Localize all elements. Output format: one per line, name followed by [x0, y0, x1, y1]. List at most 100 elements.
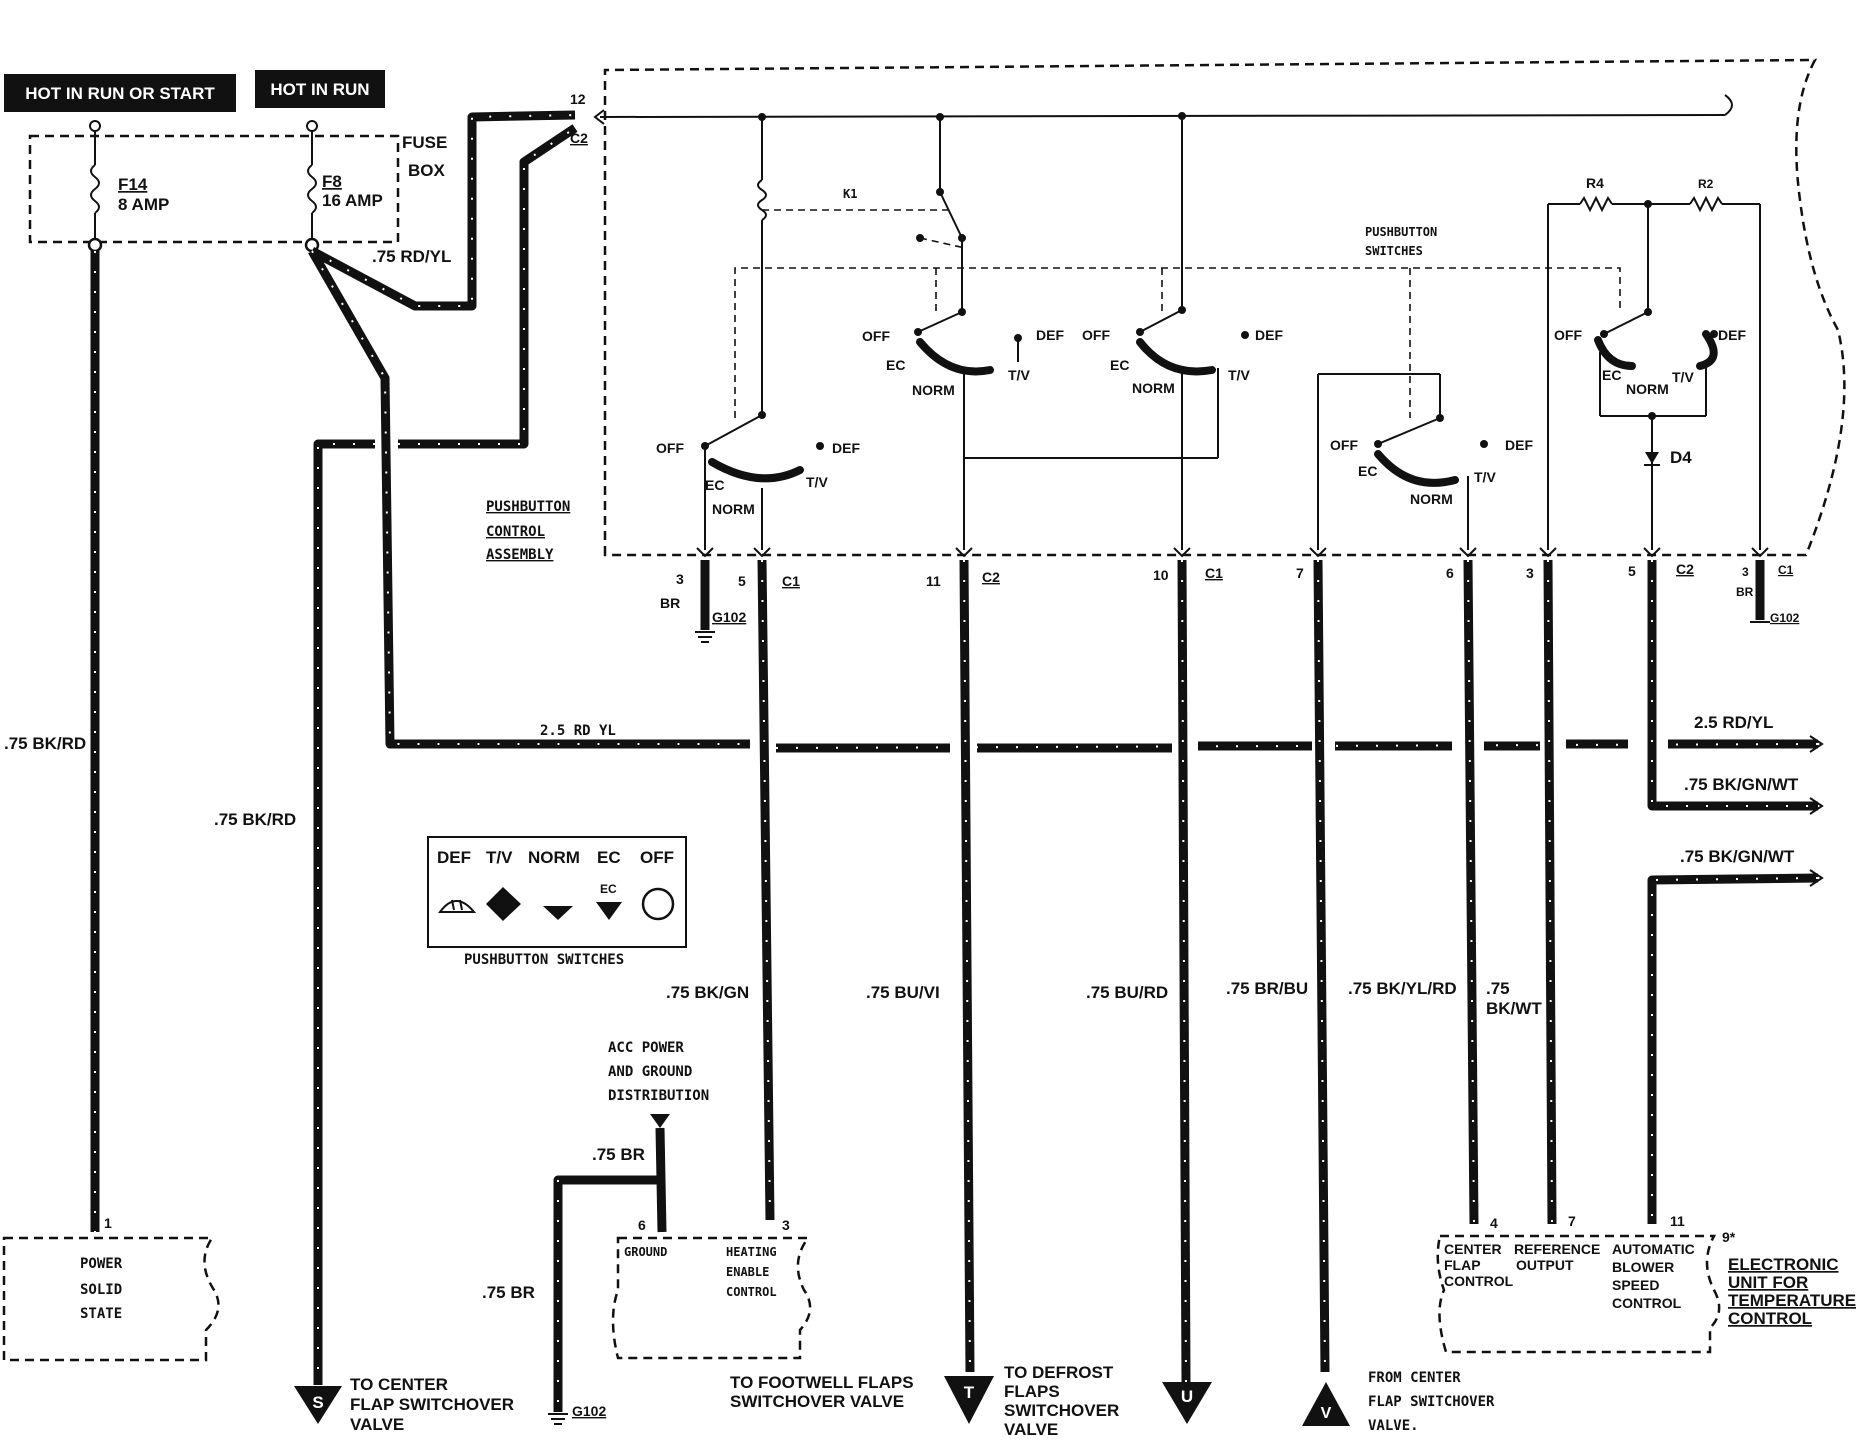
off-icon	[641, 887, 675, 921]
fuse-f8: F8 16 AMP	[304, 120, 383, 253]
fuse-box-label: FUSE	[402, 133, 447, 152]
ec-icon	[596, 902, 622, 920]
svg-text:DEF: DEF	[1718, 327, 1746, 343]
diode-d4: D4	[1644, 416, 1692, 550]
svg-text:HEATING: HEATING	[726, 1245, 777, 1259]
wire-label-bk-rd-b: .75 BK/RD	[214, 810, 296, 829]
svg-text:VALVE.: VALVE.	[1368, 1418, 1419, 1434]
svg-text:FLAPS: FLAPS	[1004, 1382, 1060, 1401]
wire-label-bk-gn-wt-1: .75 BK/GN/WT	[1684, 775, 1799, 794]
svg-text:12: 12	[570, 91, 586, 107]
wire-bk-gn	[757, 559, 775, 1221]
wire-label-br-bu: .75 BR/BU	[1226, 979, 1308, 998]
svg-text:1: 1	[104, 1215, 112, 1231]
svg-text:ASSEMBLY: ASSEMBLY	[486, 547, 554, 563]
svg-text:POWER: POWER	[80, 1256, 123, 1272]
svg-text:G102: G102	[712, 609, 746, 625]
svg-text:11: 11	[926, 573, 941, 589]
svg-text:EC: EC	[1110, 357, 1129, 373]
svg-text:C1: C1	[1205, 565, 1223, 581]
svg-text:PUSHBUTTON: PUSHBUTTON	[1365, 225, 1437, 239]
svg-text:OFF: OFF	[1330, 437, 1358, 453]
svg-text:C2: C2	[982, 569, 1000, 585]
electronic-unit-module: 4 7 11 9* CENTER FLAP CONTROL REFERENCE …	[1436, 1213, 1856, 1354]
terminal-t-defrost: T TO DEFROST FLAPS SWITCHOVER VALVE	[944, 1363, 1119, 1439]
fuse-box: FUSE BOX F14 8 AMP F8 16 AMP	[28, 120, 447, 253]
svg-text:T/V: T/V	[1228, 367, 1250, 383]
svg-text:SWITCHOVER VALVE: SWITCHOVER VALVE	[730, 1392, 904, 1411]
wire-label-bk-gn: .75 BK/GN	[666, 983, 749, 1002]
wire-label-bk-wt-1: .75	[1486, 979, 1510, 998]
svg-text:OUTPUT: OUTPUT	[1516, 1257, 1574, 1273]
svg-text:CONTROL: CONTROL	[726, 1285, 777, 1299]
svg-text:R2: R2	[1698, 177, 1714, 191]
svg-text:3: 3	[1526, 565, 1534, 581]
wire-label-rd-yl-right: 2.5 RD/YL	[1694, 713, 1773, 732]
wire-br-bu	[1313, 559, 1330, 1373]
wire-label-rd-yl-small: .75 RD/YL	[372, 247, 451, 266]
wire-rd-yl-to-c2	[308, 110, 750, 749]
svg-text:ELECTRONIC: ELECTRONIC	[1728, 1255, 1839, 1274]
svg-text:BOX: BOX	[408, 161, 446, 180]
wire-bk-yl-rd	[1463, 559, 1479, 1225]
relay-k1: K1	[757, 117, 966, 415]
svg-text:U: U	[1181, 1387, 1193, 1406]
svg-text:EC: EC	[600, 882, 617, 896]
svg-text:3: 3	[782, 1217, 790, 1233]
svg-text:REFERENCE: REFERENCE	[1514, 1241, 1600, 1257]
svg-text:AUTOMATIC: AUTOMATIC	[1612, 1241, 1695, 1257]
svg-text:SWITCHOVER: SWITCHOVER	[1004, 1401, 1119, 1420]
switch-4: OFF DEF EC T/V NORM	[1317, 373, 1533, 550]
svg-text:HOT IN RUN OR START: HOT IN RUN OR START	[25, 84, 215, 103]
svg-text:AND GROUND: AND GROUND	[608, 1064, 692, 1080]
svg-text:C2: C2	[1676, 561, 1694, 577]
fuse-f14: F14 8 AMP	[87, 120, 169, 253]
svg-text:FLAP SWITCHOVER: FLAP SWITCHOVER	[350, 1395, 514, 1414]
acc-power-distribution: ACC POWER AND GROUND DISTRIBUTION	[608, 1040, 709, 1233]
svg-text:T/V: T/V	[1672, 369, 1694, 385]
svg-text:5: 5	[738, 573, 746, 589]
svg-text:3: 3	[676, 571, 684, 587]
svg-text:OFF: OFF	[1554, 327, 1582, 343]
wire-bk-gn-wt-1	[1647, 560, 1824, 815]
svg-text:OFF: OFF	[656, 440, 684, 456]
wire-label-bu-rd: .75 BU/RD	[1086, 983, 1168, 1002]
terminal-t-footwell: TO FOOTWELL FLAPS SWITCHOVER VALVE	[730, 1373, 914, 1411]
svg-text:8 AMP: 8 AMP	[118, 195, 169, 214]
wire-bk-wt	[1543, 559, 1557, 1225]
svg-text:G102: G102	[1770, 611, 1800, 625]
svg-text:NORM: NORM	[1132, 380, 1175, 396]
wire-label-bk-rd-a: .75 BK/RD	[4, 734, 86, 753]
wire-bu-vi	[959, 559, 975, 1373]
terminal-u: U	[1162, 1382, 1212, 1424]
wire-label-bk-yl-rd: .75 BK/YL/RD	[1348, 979, 1457, 998]
svg-text:T: T	[964, 1383, 975, 1402]
hot-in-run-label: HOT IN RUN	[255, 70, 385, 108]
svg-text:EC: EC	[1358, 463, 1377, 479]
svg-text:NORM: NORM	[912, 382, 955, 398]
pushbutton-legend: DEF T/V NORM EC OFF EC PUSHBUTTON SWITCH…	[427, 836, 687, 968]
svg-text:EC: EC	[597, 848, 621, 867]
svg-text:V: V	[1321, 1405, 1332, 1422]
svg-text:NORM: NORM	[528, 848, 580, 867]
svg-text:EC: EC	[1602, 367, 1621, 383]
svg-text:SWITCHES: SWITCHES	[1365, 244, 1423, 258]
svg-text:SPEED: SPEED	[1612, 1277, 1659, 1293]
svg-text:D4: D4	[1670, 448, 1692, 467]
svg-text:PUSHBUTTON SWITCHES: PUSHBUTTON SWITCHES	[464, 952, 624, 968]
svg-text:BR: BR	[660, 595, 680, 611]
svg-text:11: 11	[1670, 1213, 1685, 1229]
wire-label-bk-wt-2: BK/WT	[1486, 999, 1542, 1018]
svg-text:10: 10	[1153, 567, 1169, 583]
svg-text:EC: EC	[705, 477, 724, 493]
connector-pins: 3 5 BR C1 11 C2 10 C1 7 6 3 5 C2 3 C1 BR…	[660, 547, 1800, 643]
svg-text:9*: 9*	[1722, 1229, 1736, 1245]
ground-g102-right: G102	[1750, 560, 1800, 625]
svg-text:6: 6	[1446, 565, 1454, 581]
ground-g102-left: G102	[695, 560, 746, 643]
svg-text:CONTROL: CONTROL	[486, 524, 545, 540]
svg-text:EC: EC	[886, 357, 905, 373]
svg-text:CENTER: CENTER	[1444, 1241, 1502, 1257]
svg-text:CONTROL: CONTROL	[1444, 1273, 1514, 1289]
switch-5: OFF DEF EC T/V NORM	[1554, 308, 1746, 420]
